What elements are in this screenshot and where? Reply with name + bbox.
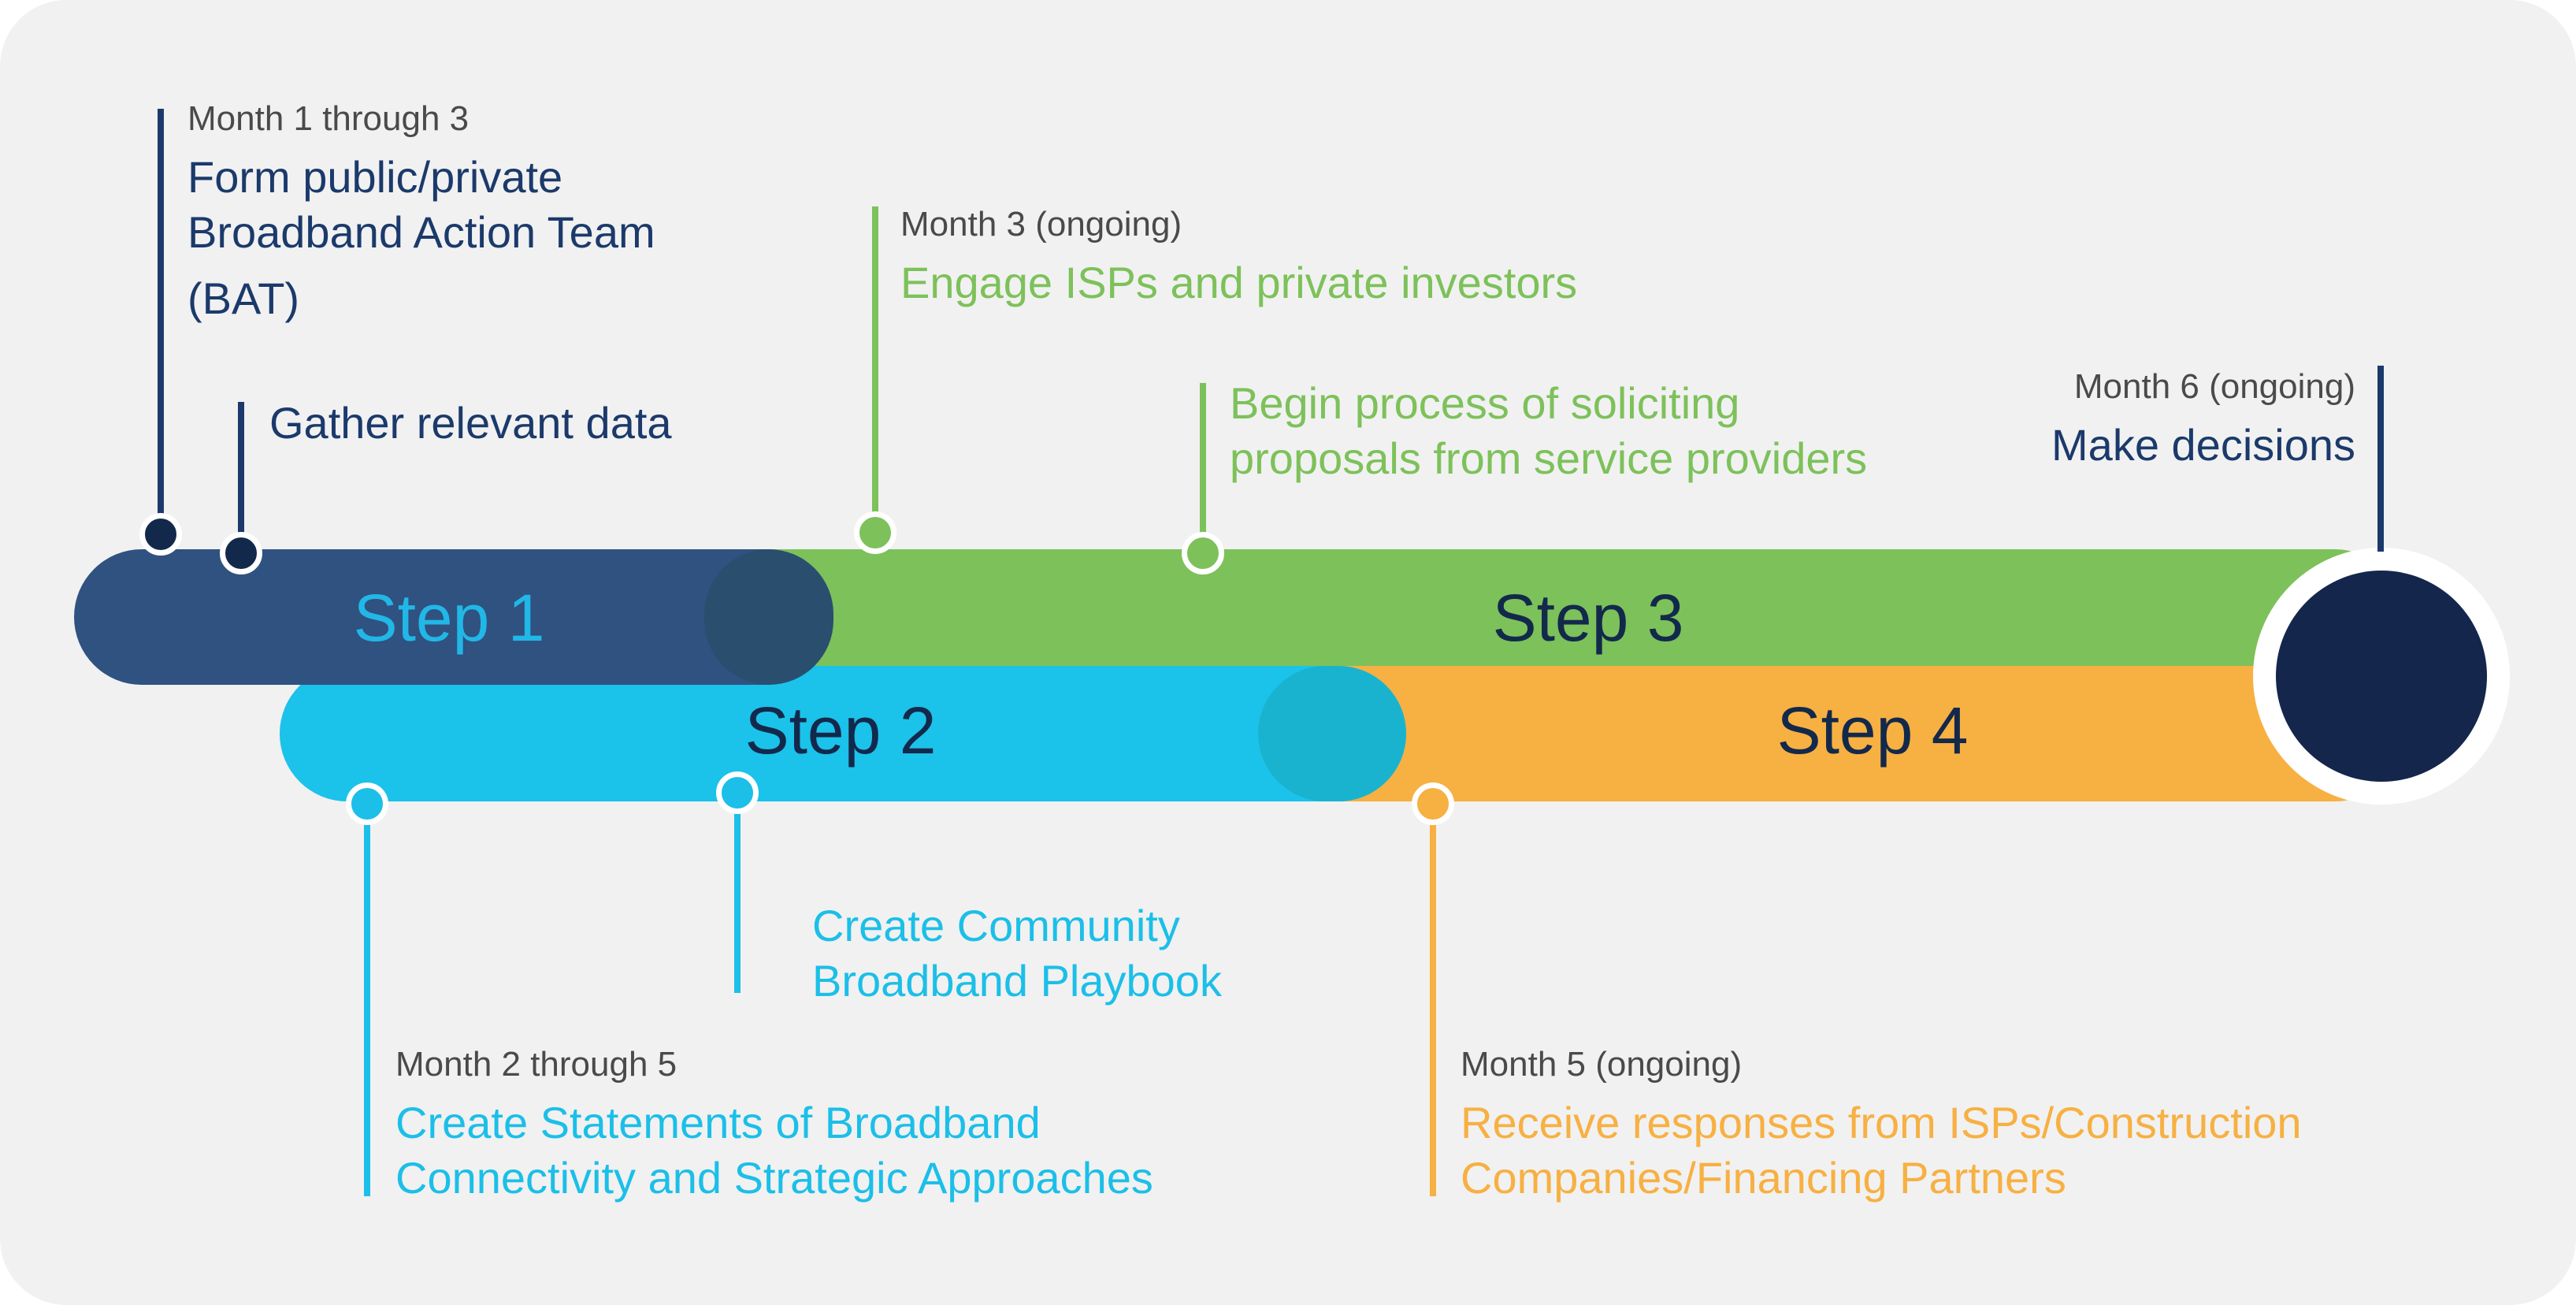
engage-connector-line	[872, 206, 878, 533]
gather-connector-line	[238, 402, 244, 552]
bat-dot	[139, 513, 182, 556]
responses-line-2: Companies/Financing Partners	[1461, 1153, 2066, 1203]
playbook-dot	[716, 771, 759, 814]
decisions-meta: Month 6 (ongoing)	[2073, 367, 2355, 406]
statements-dot	[346, 783, 388, 825]
solicit-line-2: proposals from service providers	[1230, 433, 1868, 483]
step1-overlap	[704, 549, 833, 685]
bat-line-3: (BAT)	[187, 273, 300, 323]
statements-meta: Month 2 through 5	[395, 1045, 677, 1084]
end-circle-center	[2276, 571, 2487, 782]
decisions-line-1: Make decisions	[2051, 420, 2355, 470]
statements-connector-line	[364, 804, 370, 1196]
solicit-connector-line	[1200, 383, 1206, 552]
bat-line-1: Form public/private	[187, 152, 563, 202]
step4-bar	[1292, 666, 2403, 801]
responses-dot	[1412, 783, 1454, 825]
responses-annotation: Month 5 (ongoing) Receive responses from…	[1461, 1045, 2302, 1206]
gather-annotation: Gather relevant data	[269, 396, 672, 451]
step3-bar	[709, 549, 2403, 685]
gather-dot	[220, 532, 262, 574]
solicit-annotation: Begin process of soliciting proposals fr…	[1230, 376, 1867, 486]
decisions-annotation: Month 6 (ongoing) Make decisions	[2051, 367, 2355, 473]
engage-dot	[854, 511, 896, 554]
bat-annotation: Month 1 through 3 Form public/private Br…	[187, 99, 655, 326]
playbook-line-2: Broadband Playbook	[812, 956, 1222, 1006]
solicit-line-1: Begin process of soliciting	[1230, 378, 1740, 428]
engage-line-1: Engage ISPs and private investors	[900, 258, 1578, 307]
engage-annotation: Month 3 (ongoing) Engage ISPs and privat…	[900, 205, 1577, 310]
gather-line-1: Gather relevant data	[269, 398, 672, 448]
decisions-connector-line	[2377, 366, 2384, 552]
solicit-dot	[1182, 532, 1224, 574]
step2-overlap	[1258, 666, 1406, 801]
statements-line-2: Connectivity and Strategic Approaches	[395, 1153, 1153, 1203]
playbook-connector-line	[734, 790, 741, 993]
bat-connector-line	[158, 109, 164, 534]
playbook-annotation: Create Community Broadband Playbook	[812, 898, 1222, 1009]
responses-meta: Month 5 (ongoing)	[1461, 1045, 1743, 1084]
step4-label: Step 4	[1776, 693, 1969, 768]
step2-bar	[280, 666, 1406, 801]
statements-line-1: Create Statements of Broadband	[395, 1098, 1041, 1147]
step2-label: Step 2	[744, 693, 937, 768]
responses-connector-line	[1430, 804, 1436, 1196]
bat-meta: Month 1 through 3	[187, 99, 470, 138]
bat-line-2: Broadband Action Team	[187, 207, 655, 257]
step3-label: Step 3	[1492, 581, 1684, 655]
step1-label: Step 1	[353, 581, 545, 655]
statements-annotation: Month 2 through 5 Create Statements of B…	[395, 1045, 1153, 1206]
playbook-line-1: Create Community	[812, 901, 1180, 950]
responses-line-1: Receive responses from ISPs/Construction	[1461, 1098, 2302, 1147]
engage-meta: Month 3 (ongoing)	[900, 205, 1182, 244]
